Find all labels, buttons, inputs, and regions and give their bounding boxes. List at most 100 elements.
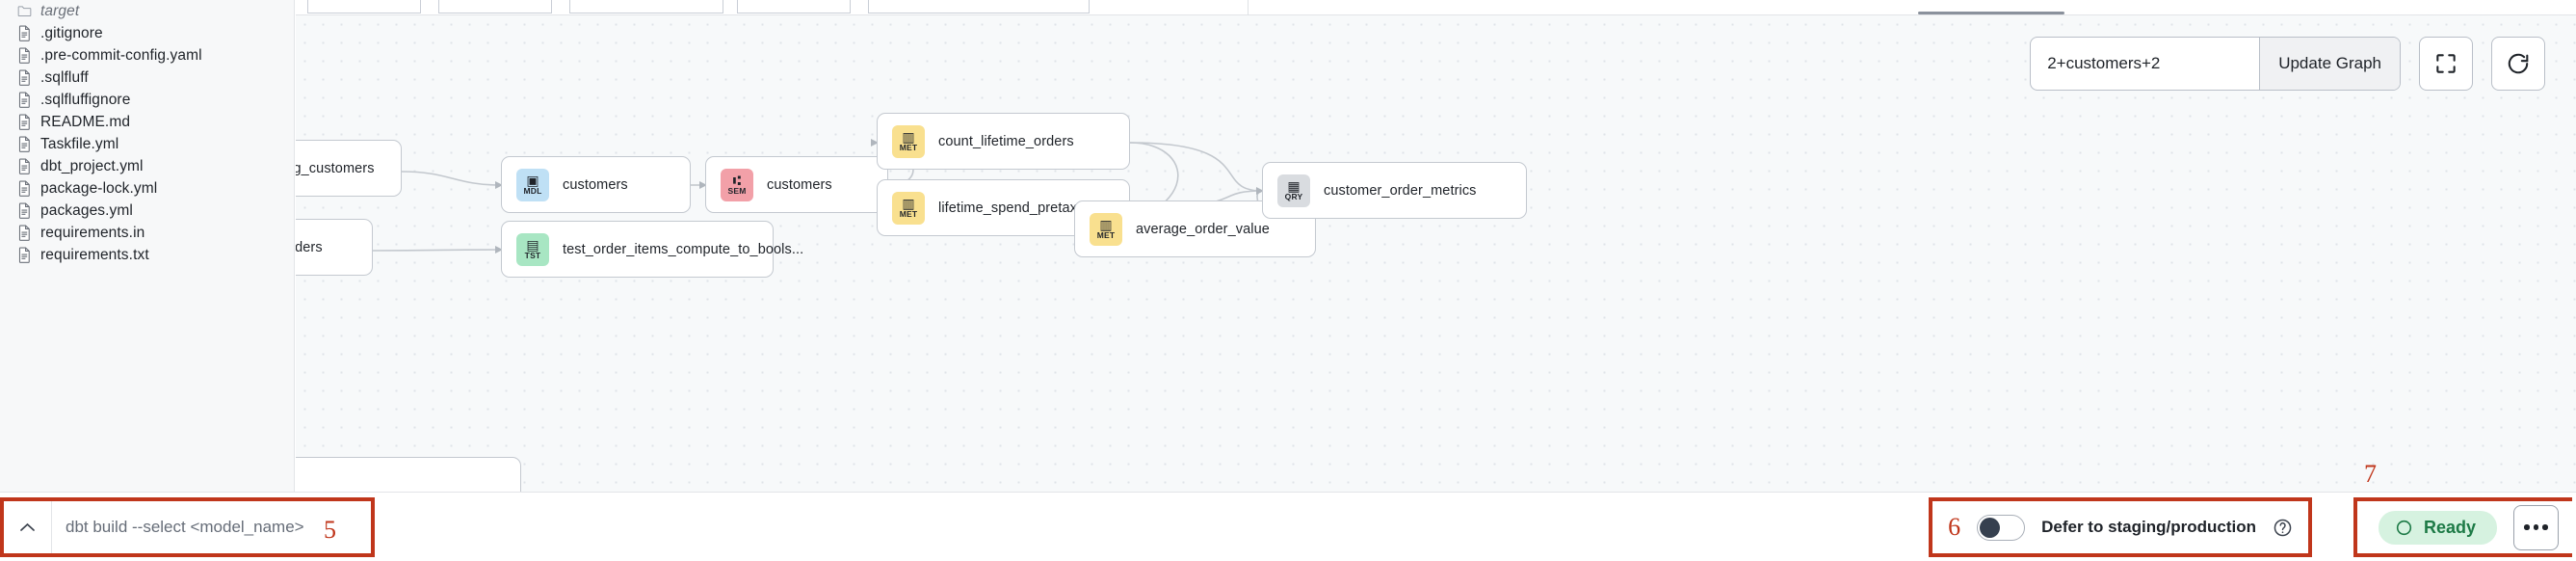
file-icon bbox=[18, 69, 30, 86]
annotation-7: 7 bbox=[2364, 460, 2377, 488]
graph-panel: Update Graph bbox=[296, 0, 2576, 492]
file-row--gitignore[interactable]: .gitignore bbox=[0, 22, 294, 44]
file-row-target[interactable]: target bbox=[0, 0, 294, 22]
annotation-5: 5 bbox=[324, 516, 336, 544]
defer-toggle[interactable] bbox=[1977, 514, 2026, 541]
graph-node-customers-mdl[interactable]: ▣ MDL customers bbox=[501, 156, 691, 213]
node-label: customer_order_metrics bbox=[1324, 182, 1477, 199]
defer-region: 6 Defer to staging/production bbox=[1929, 497, 2312, 557]
graph-node-orders[interactable]: orders bbox=[296, 219, 373, 276]
file-icon bbox=[18, 92, 30, 108]
badge-text: SEM bbox=[727, 185, 747, 196]
file-row-dbt-project-yml[interactable]: dbt_project.yml bbox=[0, 155, 294, 177]
defer-label: Defer to staging/production bbox=[2041, 518, 2256, 536]
file-row-requirements-in[interactable]: requirements.in bbox=[0, 222, 294, 244]
graph-node-stg-customers[interactable]: stg_customers bbox=[296, 140, 402, 197]
file-icon bbox=[18, 25, 30, 41]
file-icon bbox=[18, 158, 30, 174]
file-label: .pre-commit-config.yaml bbox=[40, 46, 202, 64]
tab-stub[interactable] bbox=[868, 0, 1090, 13]
dot bbox=[2524, 524, 2530, 530]
refresh-icon bbox=[2508, 53, 2529, 74]
help-circle-icon[interactable] bbox=[2273, 518, 2293, 538]
file-label: README.md bbox=[40, 113, 131, 130]
file-label: .sqlfluffignore bbox=[40, 91, 131, 108]
refresh-graph-button[interactable] bbox=[2491, 37, 2545, 91]
file-row-package-lock-yml[interactable]: package-lock.yml bbox=[0, 177, 294, 200]
node-label: stg_customers bbox=[296, 160, 375, 176]
toggle-knob bbox=[1980, 517, 2001, 538]
tab-stub[interactable] bbox=[307, 0, 421, 13]
file-row--pre-commit-config-yaml[interactable]: .pre-commit-config.yaml bbox=[0, 44, 294, 67]
tabstrip-divider bbox=[1248, 0, 1249, 15]
file-explorer: target .gitignore .pre-commit-config.yam… bbox=[0, 0, 295, 492]
annotation-6: 6 bbox=[1948, 513, 1961, 541]
tab-stub[interactable] bbox=[438, 0, 552, 13]
graph-node-customers-sem[interactable]: ⑆ SEM customers bbox=[705, 156, 888, 213]
badge-text: MET bbox=[899, 142, 918, 152]
graph-query-group: Update Graph bbox=[2030, 37, 2401, 91]
file-label: .gitignore bbox=[40, 24, 103, 41]
file-label: Taskfile.yml bbox=[40, 135, 119, 152]
file-row-packages-yml[interactable]: packages.yml bbox=[0, 200, 294, 222]
bottom-status-bar: dbt build --select <model_name> 5 6 Defe… bbox=[0, 492, 2576, 561]
active-tab-indicator bbox=[1918, 12, 2064, 14]
file-label: requirements.txt bbox=[40, 246, 149, 263]
node-label: average_order_value bbox=[1136, 221, 1270, 237]
tab-stub[interactable] bbox=[569, 0, 723, 13]
node-badge-met: ▥ MET bbox=[892, 124, 925, 158]
fit-to-screen-icon bbox=[2436, 54, 2456, 73]
graph-node-lifetime-spend-pretax[interactable]: ▥ MET lifetime_spend_pretax bbox=[877, 179, 1130, 236]
graph-node-count-lifetime-orders[interactable]: ▥ MET count_lifetime_orders bbox=[877, 113, 1130, 170]
file-row--sqlfluff[interactable]: .sqlfluff bbox=[0, 67, 294, 89]
node-label: customers bbox=[563, 176, 628, 193]
file-row-requirements-txt[interactable]: requirements.txt bbox=[0, 244, 294, 266]
file-row-readme-md[interactable]: README.md bbox=[0, 111, 294, 133]
file-label: packages.yml bbox=[40, 201, 133, 219]
more-options-button[interactable] bbox=[2513, 504, 2559, 550]
status-label: Ready bbox=[2423, 517, 2476, 537]
node-label: customers bbox=[767, 176, 832, 193]
node-label: count_lifetime_orders bbox=[938, 133, 1074, 149]
file-label: .sqlfluff bbox=[40, 68, 89, 86]
file-row-taskfile-yml[interactable]: Taskfile.yml bbox=[0, 133, 294, 155]
chevron-up-icon[interactable] bbox=[4, 501, 52, 553]
file-icon bbox=[18, 114, 30, 130]
editor-tabstrip bbox=[296, 0, 2576, 15]
command-input[interactable]: dbt build --select <model_name> bbox=[66, 518, 304, 536]
badge-text: TST bbox=[524, 250, 541, 260]
file-label: requirements.in bbox=[40, 224, 145, 241]
badge-text: QRY bbox=[1284, 191, 1303, 201]
dot bbox=[2542, 524, 2548, 530]
file-icon bbox=[18, 202, 30, 219]
node-label: test_order_items_compute_to_bools... bbox=[563, 241, 804, 257]
folder-icon bbox=[17, 6, 32, 16]
update-graph-button[interactable]: Update Graph bbox=[2259, 38, 2400, 90]
node-badge-met: ▥ MET bbox=[1090, 212, 1122, 246]
graph-query-input[interactable] bbox=[2031, 38, 2260, 90]
partial-node-bottom bbox=[296, 457, 521, 492]
graph-node-test-order-items[interactable]: ▤ TST test_order_items_compute_to_bools.… bbox=[501, 221, 803, 278]
graph-toolbar: Update Graph bbox=[2030, 37, 2545, 91]
node-badge-tst: ▤ TST bbox=[516, 232, 549, 266]
node-badge-sem: ⑆ SEM bbox=[721, 168, 753, 201]
lineage-graph-canvas[interactable]: Update Graph bbox=[296, 15, 2576, 492]
file-label: target bbox=[40, 2, 80, 19]
node-badge-qry: ▦ QRY bbox=[1277, 174, 1310, 207]
badge-text: MDL bbox=[523, 185, 542, 196]
file-icon bbox=[18, 247, 30, 263]
node-badge-mdl: ▣ MDL bbox=[516, 168, 549, 201]
tab-stub[interactable] bbox=[737, 0, 851, 13]
badge-text: MET bbox=[1096, 229, 1116, 240]
graph-node-customer-order-metrics[interactable]: ▦ QRY customer_order_metrics bbox=[1262, 162, 1527, 219]
dot bbox=[2533, 524, 2539, 530]
command-bar-region: dbt build --select <model_name> 5 bbox=[0, 497, 375, 557]
file-icon bbox=[18, 136, 30, 152]
file-icon bbox=[18, 180, 30, 197]
file-icon bbox=[18, 47, 30, 64]
status-badge[interactable]: Ready bbox=[2378, 510, 2497, 545]
badge-text: MET bbox=[899, 208, 918, 219]
fit-to-screen-button[interactable] bbox=[2419, 37, 2473, 91]
file-row--sqlfluffignore[interactable]: .sqlfluffignore bbox=[0, 89, 294, 111]
